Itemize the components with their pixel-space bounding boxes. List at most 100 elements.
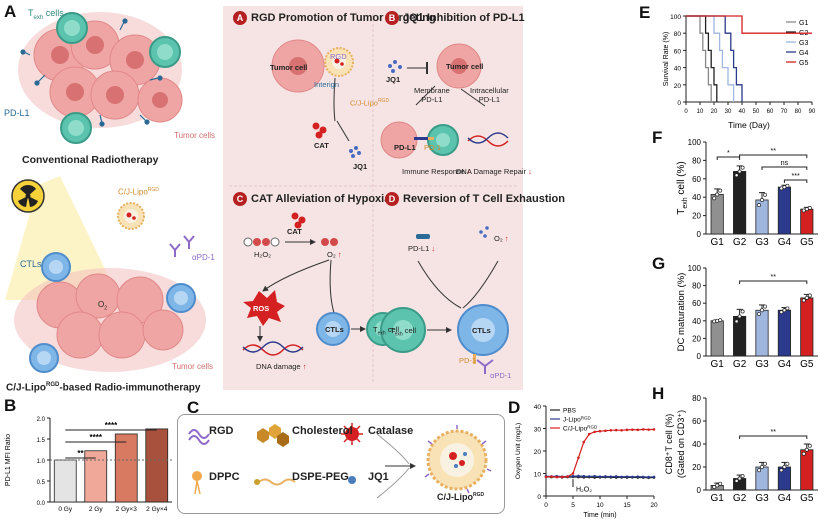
annotation-label: H₂O₂ [576, 487, 592, 494]
y-tick-label: 80 [692, 394, 701, 403]
mechanism-illustration [229, 14, 517, 382]
data-point [737, 314, 742, 319]
data-point [785, 461, 790, 466]
bar [800, 297, 814, 357]
liposome-icon [117, 202, 145, 230]
x-tick-label: 2 Gy [89, 506, 103, 513]
mech-c-ros: ROS [253, 304, 270, 313]
y-tick-label: 100 [688, 138, 702, 147]
data-point [757, 203, 761, 208]
component-catalase: Catalase [368, 425, 414, 437]
series-point [631, 428, 634, 431]
y-tick-label: 40 [534, 404, 542, 411]
mech-a-lipo: C/J-LipoRGD [350, 98, 390, 108]
bar [114, 433, 138, 503]
legend-label: PBS [563, 408, 577, 415]
x-tick-label: 80 [795, 109, 802, 115]
antibody-icon [169, 235, 195, 257]
series-point [625, 475, 629, 478]
bar [733, 171, 747, 235]
significance-bracket [739, 154, 808, 158]
series-point [652, 475, 656, 479]
data-point [718, 318, 723, 323]
legend-label: J-LipoRGD [563, 416, 591, 424]
x-tick-label: G5 [800, 359, 814, 370]
x-tick-label: G3 [755, 237, 769, 248]
data-point [807, 443, 812, 448]
mech-c-ctls: CTLs [325, 325, 344, 334]
x-tick-label: G4 [778, 237, 792, 248]
data-point [712, 196, 717, 201]
panel-label-c: C [187, 398, 200, 417]
panel-label-h: H [652, 384, 665, 403]
data-point [740, 309, 745, 314]
y-tick-label: 60 [674, 48, 682, 55]
y-tick-label: 40 [692, 317, 701, 326]
tumor-cluster-top [18, 12, 183, 128]
pdl1-label: PD-L1 [4, 108, 30, 118]
data-point [734, 478, 739, 483]
bar [800, 449, 814, 491]
data-point [807, 205, 812, 210]
series-line-2 [545, 428, 655, 478]
component-dppc: DPPC [209, 471, 240, 483]
data-point [763, 461, 767, 466]
legend-label: G3 [799, 40, 808, 47]
mech-b-jq1: JQ1 [386, 75, 401, 84]
o2-label: O2 [98, 300, 108, 312]
series-point [636, 475, 640, 478]
y-tick-label: 0 [537, 494, 541, 501]
y-tick-label: 20 [692, 463, 701, 472]
data-point [715, 192, 720, 197]
x-tick-label: 70 [781, 109, 788, 115]
bar [755, 309, 769, 357]
series-point [550, 475, 553, 478]
series-point [636, 428, 640, 432]
series-point [620, 429, 623, 432]
series-point [598, 475, 602, 478]
series-point [577, 456, 580, 460]
mech-d-pd1: PD-1 [459, 356, 477, 365]
legend-label: G4 [799, 50, 808, 57]
x-tick-label: G3 [755, 359, 769, 370]
bar [777, 309, 791, 357]
mech-b-immune: Immune Response ↑ [402, 167, 471, 176]
x-tick-label: G4 [778, 493, 792, 504]
y-axis-label: PD-L1 MFI Ratio [5, 434, 12, 486]
tumor-cells-label-top: Tumor cells [174, 131, 216, 140]
series-point [641, 428, 645, 431]
y-tick-label: 40 [692, 440, 701, 449]
x-tick-label: G4 [778, 359, 792, 370]
x-tick-label: G2 [733, 493, 747, 504]
exhausted-t-cells [56, 12, 181, 144]
significance-bracket [739, 280, 808, 284]
y-tick-label: 30 [534, 427, 542, 434]
data-point [737, 476, 742, 481]
mech-a-cat: CAT [314, 141, 329, 150]
significance-label: *** [792, 173, 800, 180]
y-tick-label: 80 [692, 156, 701, 165]
y-tick-label: 100 [688, 264, 702, 273]
series-point [593, 474, 596, 478]
data-point [801, 298, 806, 303]
mech-a-tumor: Tumor cell [270, 63, 308, 72]
component-product: C/J-LipoRGD [437, 492, 485, 502]
data-point [760, 308, 764, 313]
significance-label: ** [770, 148, 776, 155]
y-axis-label: Survival Rate (%) [663, 32, 670, 86]
series-point [604, 475, 607, 478]
texh-cells-label: Texh cells [28, 8, 64, 21]
y-tick-label: 60 [692, 299, 701, 308]
data-point [734, 319, 739, 324]
data-point [782, 308, 787, 313]
data-point [785, 183, 790, 188]
y-tick-label: 0 [697, 230, 702, 239]
series-point [609, 429, 613, 432]
component-jq1: JQ1 [368, 471, 389, 483]
y-tick-label: 80 [692, 282, 701, 291]
